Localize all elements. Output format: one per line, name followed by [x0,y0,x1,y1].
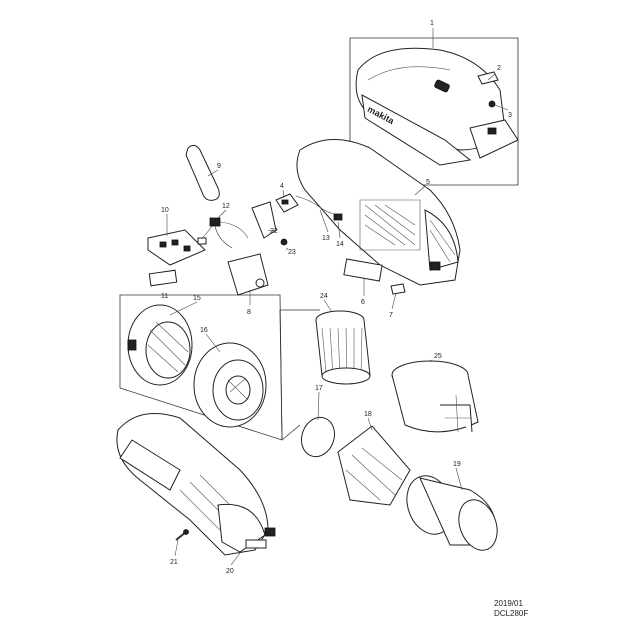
part-14-terminal [333,213,343,221]
callout-15: 15 [193,295,201,302]
part-5-housing [296,139,461,286]
part-25-hepa-filter [391,360,479,433]
callout-2: 2 [497,65,501,72]
guide-line [281,424,301,441]
callout-17: 17 [315,385,323,392]
part-18-cyclone [337,425,411,506]
part-2-button-cap [477,71,499,85]
part-13-wire [295,195,335,215]
callout-4: 4 [280,183,284,190]
part-7-clip [390,283,406,295]
part-22-bracket [251,201,277,239]
callout-21: 21 [170,559,178,566]
callout-7: 7 [389,312,393,319]
callout-22: 22 [270,228,278,235]
part-17-seal [300,416,336,458]
callout-11: 11 [161,293,168,300]
callout-8: 8 [247,309,251,316]
leader-lines [166,28,509,566]
callout-20: 20 [226,568,234,575]
footer-model: DCL280F [494,609,528,618]
part-11-label [148,269,178,287]
callout-25: 25 [434,353,442,360]
callout-1: 1 [430,20,434,27]
part-12-harness [197,217,249,249]
callout-12: 12 [222,203,230,210]
part-8-switch-plate [227,253,269,296]
part-21-screw [175,529,189,541]
footer-date: 2019/01 [494,599,523,608]
guide-line [279,309,283,441]
callout-24: 24 [320,293,328,300]
part-15-motor-housing [127,304,193,386]
part-10-controller [147,229,206,266]
callout-14: 14 [336,241,344,248]
part-1-dust-case: makita [355,47,519,166]
callout-10: 10 [161,207,169,214]
part-3-screw [488,100,496,108]
part-16-motor [193,342,267,428]
callout-6: 6 [361,299,365,306]
callout-19: 19 [453,461,461,468]
part-23-screw [280,238,288,246]
callout-5: 5 [426,179,430,186]
callout-13: 13 [322,235,330,242]
callout-3: 3 [508,112,512,119]
part-24-filter [315,310,371,385]
group-box-part-1 [349,37,519,186]
callout-16: 16 [200,327,208,334]
callout-9: 9 [217,163,221,170]
part-6-label [343,258,383,282]
callout-18: 18 [364,411,372,418]
callout-labels: 1 2 3 4 5 6 7 8 9 10 11 12 13 14 15 16 1… [161,20,512,575]
part-19-dust-cup [406,475,498,551]
callout-23: 23 [288,249,296,256]
part-20-main-body [116,413,276,556]
part-4-switch [275,193,299,213]
part-9-strap [185,144,220,201]
